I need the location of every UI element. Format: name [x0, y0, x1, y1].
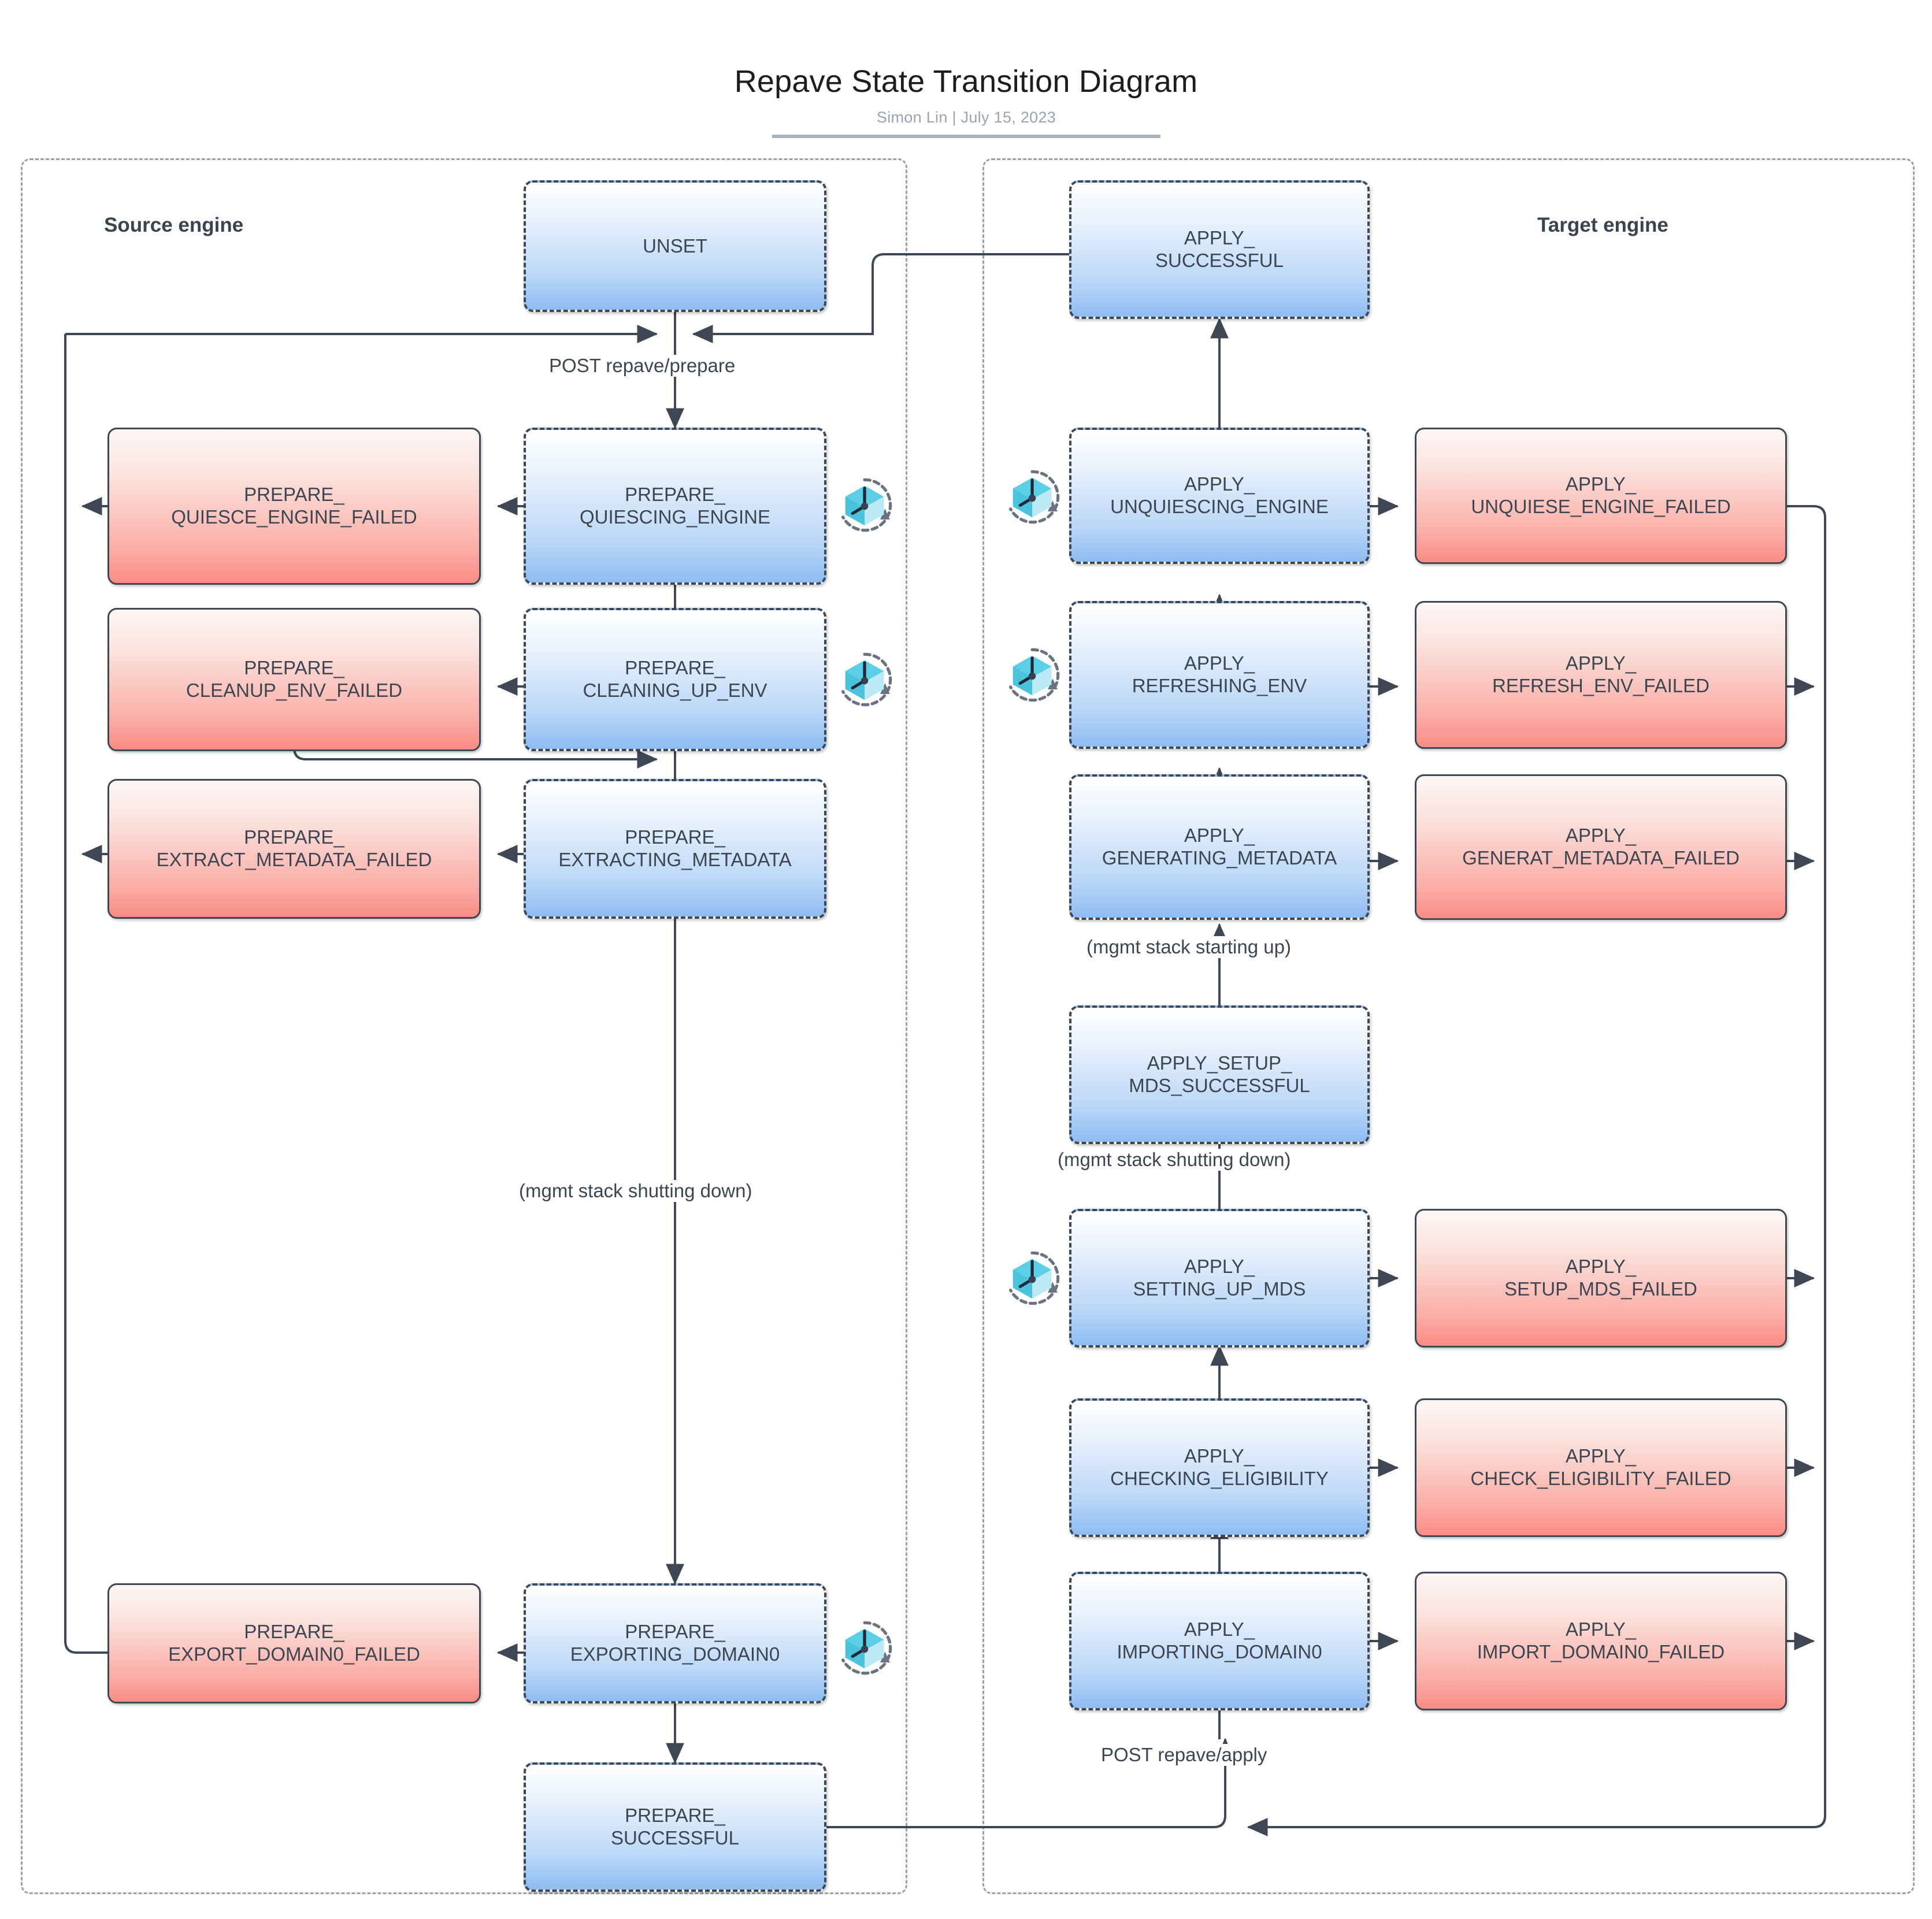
retry-clock-cube-icon: [835, 1618, 895, 1678]
state-label: APPLY_ CHECKING_ELIGIBILITY: [1110, 1445, 1329, 1489]
state-node-apply-unquiescing-engine[interactable]: APPLY_ UNQUIESCING_ENGINE: [1069, 428, 1370, 564]
state-node-prepare-quiescing-engine[interactable]: PREPARE_ QUIESCING_ENGINE: [524, 428, 826, 585]
retry-clock-cube-icon: [835, 649, 895, 710]
state-node-apply-generating-metadata[interactable]: APPLY_ GENERATING_METADATA: [1069, 774, 1370, 920]
swimlane-target-engine: [982, 158, 1915, 1894]
byline-text: Simon Lin | July 15, 2023: [876, 109, 1056, 126]
state-node-unset[interactable]: UNSET: [524, 180, 826, 312]
state-label: APPLY_ GENERATING_METADATA: [1102, 825, 1337, 868]
state-label: APPLY_ SETUP_MDS_FAILED: [1504, 1256, 1697, 1300]
state-node-apply-checking-eligibility[interactable]: APPLY_ CHECKING_ELIGIBILITY: [1069, 1398, 1370, 1537]
state-node-prepare-exporting-domain0[interactable]: PREPARE_ EXPORTING_DOMAIN0: [524, 1583, 826, 1703]
state-node-apply-setup-mds-failed[interactable]: APPLY_ SETUP_MDS_FAILED: [1415, 1209, 1787, 1348]
state-label: APPLY_ UNQUIESE_ENGINE_FAILED: [1471, 473, 1731, 517]
state-node-apply-import-domain0-failed[interactable]: APPLY_ IMPORT_DOMAIN0_FAILED: [1415, 1572, 1787, 1710]
state-node-prepare-export-domain0-failed[interactable]: PREPARE_ EXPORT_DOMAIN0_FAILED: [107, 1583, 481, 1703]
edge-label-mgmt-stack-starting-up: (mgmt stack starting up): [1081, 936, 1297, 958]
state-node-prepare-cleanup-env-failed[interactable]: PREPARE_ CLEANUP_ENV_FAILED: [107, 608, 481, 751]
state-label: PREPARE_ CLEANUP_ENV_FAILED: [186, 657, 403, 701]
state-label: PREPARE_ EXTRACTING_METADATA: [558, 826, 792, 870]
byline-block: Simon Lin | July 15, 2023: [772, 109, 1160, 138]
page-title: Repave State Transition Diagram: [734, 64, 1198, 99]
state-node-apply-check-eligibility-failed[interactable]: APPLY_ CHECK_ELIGIBILITY_FAILED: [1415, 1398, 1787, 1537]
state-node-apply-setting-up-mds[interactable]: APPLY_ SETTING_UP_MDS: [1069, 1209, 1370, 1348]
state-node-apply-setup-mds-successful[interactable]: APPLY_SETUP_ MDS_SUCCESSFUL: [1069, 1005, 1370, 1144]
state-label: APPLY_ REFRESH_ENV_FAILED: [1492, 652, 1709, 696]
edge-label-post-repave-apply: POST repave/apply: [1095, 1744, 1273, 1766]
state-label: APPLY_ SUCCESSFUL: [1155, 227, 1284, 271]
state-node-apply-generat-metadata-failed[interactable]: APPLY_ GENERAT_METADATA_FAILED: [1415, 774, 1787, 920]
state-label: APPLY_ IMPORT_DOMAIN0_FAILED: [1477, 1619, 1725, 1662]
state-node-apply-refreshing-env[interactable]: APPLY_ REFRESHING_ENV: [1069, 601, 1370, 749]
retry-clock-cube-icon: [835, 475, 895, 535]
state-label: PREPARE_ EXPORT_DOMAIN0_FAILED: [168, 1621, 420, 1665]
state-label: APPLY_ CHECK_ELIGIBILITY_FAILED: [1470, 1445, 1731, 1489]
state-node-prepare-successful[interactable]: PREPARE_ SUCCESSFUL: [524, 1762, 826, 1892]
state-node-apply-successful[interactable]: APPLY_ SUCCESSFUL: [1069, 180, 1370, 319]
state-label: PREPARE_ QUIESCE_ENGINE_FAILED: [171, 484, 417, 528]
state-label: PREPARE_ EXPORTING_DOMAIN0: [570, 1621, 780, 1665]
state-node-apply-importing-domain0[interactable]: APPLY_ IMPORTING_DOMAIN0: [1069, 1572, 1370, 1710]
state-label: APPLY_ SETTING_UP_MDS: [1133, 1256, 1306, 1300]
edge-label-post-repave-prepare: POST repave/prepare: [543, 355, 741, 377]
state-node-prepare-cleaning-up-env[interactable]: PREPARE_ CLEANING_UP_ENV: [524, 608, 826, 751]
retry-clock-cube-icon: [1002, 467, 1062, 527]
state-label: APPLY_SETUP_ MDS_SUCCESSFUL: [1129, 1052, 1310, 1096]
edge-label-mgmt-stack-shutting-down-target: (mgmt stack shutting down): [1052, 1149, 1297, 1171]
state-node-apply-unquiese-engine-failed[interactable]: APPLY_ UNQUIESE_ENGINE_FAILED: [1415, 428, 1787, 564]
state-label: PREPARE_ EXTRACT_METADATA_FAILED: [156, 826, 432, 870]
state-label: PREPARE_ QUIESCING_ENGINE: [579, 484, 771, 528]
swimlane-source-engine-label: Source engine: [104, 214, 244, 236]
state-node-prepare-extracting-metadata[interactable]: PREPARE_ EXTRACTING_METADATA: [524, 779, 826, 919]
state-label: PREPARE_ SUCCESSFUL: [611, 1805, 739, 1849]
state-label: PREPARE_ CLEANING_UP_ENV: [583, 657, 767, 701]
state-label: APPLY_ UNQUIESCING_ENGINE: [1110, 473, 1329, 517]
byline-rule: [772, 135, 1160, 138]
edge-label-mgmt-stack-shutting-down-source: (mgmt stack shutting down): [513, 1180, 758, 1202]
state-label: APPLY_ GENERAT_METADATA_FAILED: [1462, 825, 1740, 868]
retry-clock-cube-icon: [1002, 1248, 1062, 1308]
swimlane-source-engine: [21, 158, 907, 1894]
state-node-prepare-extract-metadata-failed[interactable]: PREPARE_ EXTRACT_METADATA_FAILED: [107, 779, 481, 919]
swimlane-target-engine-label: Target engine: [1537, 214, 1668, 236]
state-node-apply-refresh-env-failed[interactable]: APPLY_ REFRESH_ENV_FAILED: [1415, 601, 1787, 749]
state-label: APPLY_ REFRESHING_ENV: [1132, 652, 1307, 696]
state-node-prepare-quiesce-engine-failed[interactable]: PREPARE_ QUIESCE_ENGINE_FAILED: [107, 428, 481, 585]
state-label: UNSET: [643, 235, 707, 257]
state-label: APPLY_ IMPORTING_DOMAIN0: [1117, 1619, 1322, 1662]
retry-clock-cube-icon: [1002, 645, 1062, 705]
